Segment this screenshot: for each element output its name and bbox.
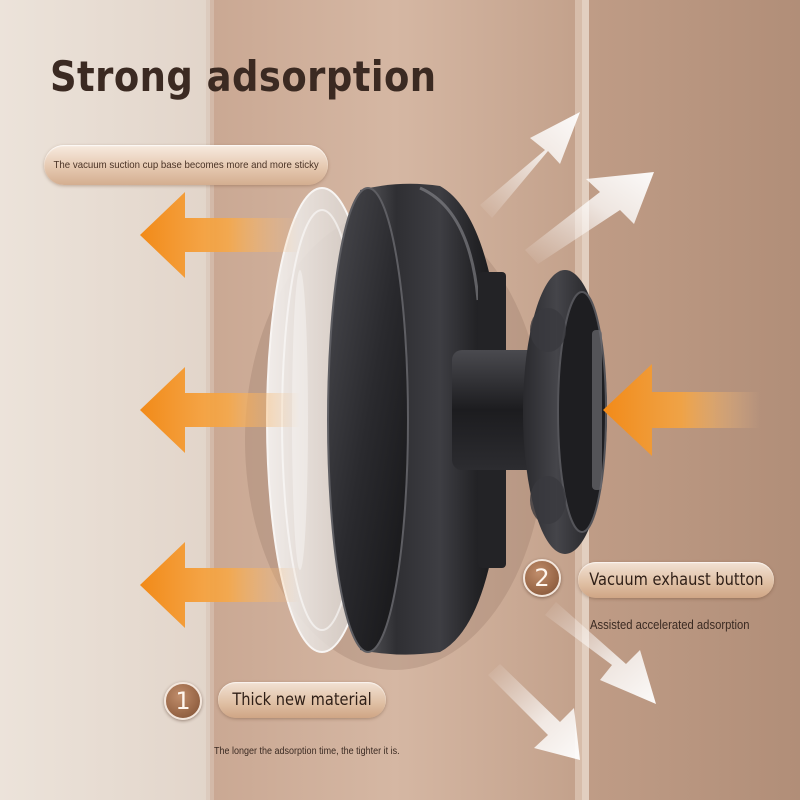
feature-1-caption: The longer the adsorption time, the tigh… (214, 746, 400, 757)
feature-1-label: Thick new material (232, 690, 372, 710)
orange-arrow-left-icon (140, 192, 300, 278)
white-arrow-up-right-icon (480, 112, 580, 218)
orange-arrow-left-icon (140, 367, 300, 453)
feature-2-label: Vacuum exhaust button (588, 570, 764, 590)
white-arrow-down-right-icon (545, 602, 656, 704)
white-arrow-up-right-icon (525, 172, 654, 264)
top-note-pill: The vacuum suction cup base becomes more… (44, 145, 328, 185)
feature-2-caption: Assisted accelerated adsorption (590, 618, 750, 632)
exhaust-knob-icon (523, 270, 607, 554)
feature-2-number-badge: 2 (523, 559, 561, 597)
feature-1-number-badge: 1 (164, 682, 202, 720)
white-arrow-down-right-icon (488, 664, 580, 760)
knob-stem (452, 350, 547, 470)
headline: Strong adsorption (50, 52, 437, 101)
feature-2-label-pill: Vacuum exhaust button (578, 562, 774, 598)
orange-arrow-left-icon (140, 542, 300, 628)
top-note-text: The vacuum suction cup base becomes more… (53, 159, 319, 171)
orange-arrow-left-icon (603, 364, 760, 456)
feature-1-label-pill: Thick new material (218, 682, 386, 718)
